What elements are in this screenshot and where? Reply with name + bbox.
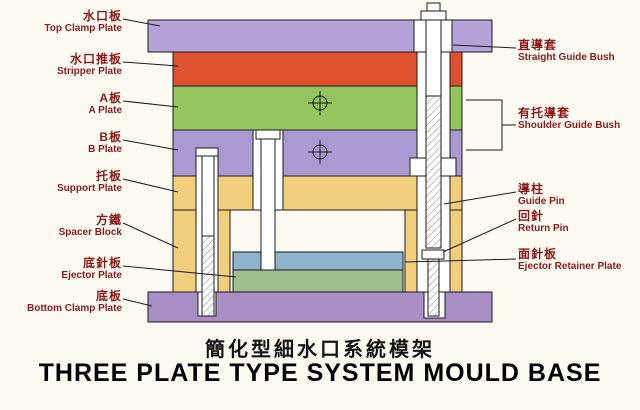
leader-lines [122, 18, 517, 307]
label-spacer-block-en: Spacer Block [58, 227, 122, 239]
label-stripper-plate-en: Stripper Plate [56, 66, 122, 78]
label-ejector-plate-en: Ejector Plate [61, 270, 122, 282]
leader-bottom [122, 298, 153, 307]
label-top-clamp-plate: 水口板 Top Clamp Plate [4, 9, 122, 35]
leader-a-plate [122, 100, 179, 108]
label-straight-guide-bush: 直導套 Straight Guide Bush [518, 38, 638, 64]
label-shoulder-guide-bush-zh: 有托導套 [518, 106, 571, 120]
label-b-plate: B板 B Plate [4, 130, 122, 156]
label-ejector-plate-zh: 底針板 [82, 256, 122, 270]
return-pin-hatch [427, 258, 440, 317]
ejector-retainer-plate-shape [232, 251, 404, 271]
guide-pin-hatch [425, 95, 442, 249]
stripper-plate-shape [172, 51, 463, 87]
leader-ejector [122, 265, 237, 278]
leader-top-clamp [122, 18, 161, 27]
label-bottom-clamp-plate: 底板 Bottom Clamp Plate [4, 289, 122, 315]
leader-shoulder-bracket [466, 99, 503, 151]
label-ejector-retainer-plate-en: Ejector Retainer Plate [518, 261, 622, 273]
ejector-plate-shape [232, 269, 404, 293]
label-support-plate: 托板 Support Plate [4, 169, 122, 195]
title-english: THREE PLATE TYPE SYSTEM MOULD BASE [38, 359, 602, 387]
support-plate-shape [172, 175, 463, 211]
label-ejector-retainer-plate-zh: 面針板 [518, 247, 558, 261]
a-plate-shape [172, 85, 463, 131]
pins [195, 2, 447, 317]
left-pin-head [195, 147, 219, 157]
center-pin-head [255, 129, 281, 140]
label-ejector-plate: 底針板 Ejector Plate [4, 256, 122, 282]
label-top-clamp-plate-en: Top Clamp Plate [44, 23, 122, 35]
label-shoulder-guide-bush: 有托導套 Shoulder Guide Bush [518, 106, 638, 132]
label-shoulder-guide-bush-en: Shoulder Guide Bush [518, 120, 621, 132]
leader-straight-bush [452, 44, 517, 49]
label-support-plate-en: Support Plate [56, 183, 122, 195]
leader-b-plate [122, 139, 179, 151]
crosshair-marks [308, 91, 332, 164]
label-b-plate-en: B Plate [88, 144, 122, 156]
label-support-plate-zh: 托板 [95, 169, 122, 183]
label-a-plate-en: A Plate [88, 105, 122, 117]
title-chinese: 簡化型細水口系統模架 [205, 339, 435, 361]
leader-return-pin [442, 218, 517, 253]
label-bottom-clamp-plate-zh: 底板 [95, 289, 122, 303]
label-stripper-plate-zh: 水口推板 [69, 52, 122, 66]
label-return-pin: 回針 Return Pin [518, 209, 638, 235]
leader-spacer [122, 222, 179, 249]
leader-support [122, 178, 179, 193]
label-stripper-plate: 水口推板 Stripper Plate [4, 52, 122, 78]
label-top-clamp-plate-zh: 水口板 [82, 9, 122, 23]
label-return-pin-zh: 回針 [518, 209, 545, 223]
leader-guide-pin [443, 191, 517, 205]
label-straight-guide-bush-zh: 直導套 [518, 38, 558, 52]
guide-pin-collar [420, 10, 447, 21]
leader-stripper [122, 61, 179, 67]
label-return-pin-en: Return Pin [518, 223, 569, 235]
leader-retainer-plate [404, 258, 517, 263]
label-ejector-retainer-plate: 面針板 Ejector Retainer Plate [518, 247, 638, 273]
return-pin-head [421, 249, 445, 260]
label-b-plate-zh: B板 [99, 130, 122, 144]
label-a-plate-zh: A板 [99, 91, 122, 105]
left-pin-hatch [201, 235, 215, 317]
center-pin-shaft [260, 138, 276, 271]
label-spacer-block: 方鐵 Spacer Block [4, 213, 122, 239]
label-guide-pin-en: Guide Pin [518, 196, 565, 208]
label-a-plate: A板 A Plate [4, 91, 122, 117]
label-bottom-clamp-plate-en: Bottom Clamp Plate [26, 303, 122, 315]
label-spacer-block-zh: 方鐵 [95, 213, 122, 227]
label-straight-guide-bush-en: Straight Guide Bush [518, 52, 615, 64]
label-guide-pin: 導柱 Guide Pin [518, 182, 638, 208]
label-guide-pin-zh: 導柱 [518, 182, 545, 196]
